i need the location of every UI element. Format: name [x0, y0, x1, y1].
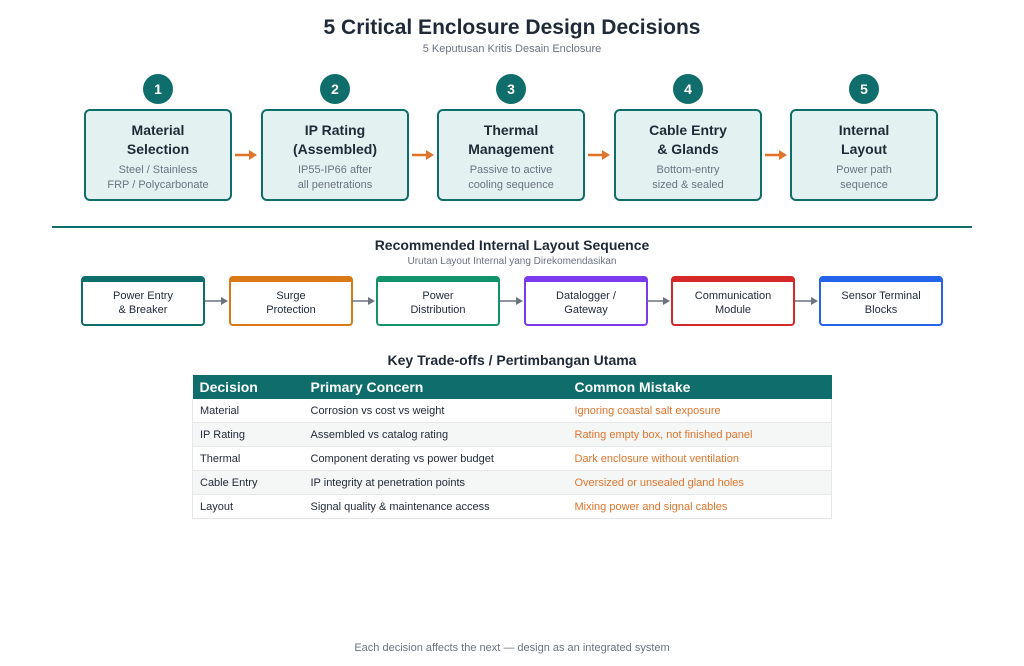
- decision-title: Material Selection: [126, 122, 190, 157]
- layout-step-power-entry: Power Entry & Breaker: [81, 276, 205, 326]
- layout-step-label: Datalogger / Gateway: [556, 290, 616, 316]
- cell-decision: Material: [192, 399, 304, 423]
- decision-card-layout: Internal Layout Power path sequence: [790, 109, 938, 201]
- page-title: 5 Critical Enclosure Design Decisions: [323, 16, 701, 39]
- tradeoffs-title: Key Trade-offs / Pertimbangan Utama: [387, 352, 637, 368]
- layout-section-subtitle: Urutan Layout Internal yang Direkomendas…: [407, 256, 617, 267]
- decision-card-cable-entry: Cable Entry & Glands Bottom-entry sized …: [614, 109, 762, 201]
- arrow-right-icon: [205, 297, 228, 305]
- arrow-right-icon: [412, 150, 434, 160]
- decision-title: Thermal Management: [468, 122, 554, 157]
- column-header-common-mistake: Common Mistake: [567, 375, 832, 399]
- decision-desc: Passive to active cooling sequence: [468, 164, 554, 191]
- decision-title: IP Rating (Assembled): [292, 122, 378, 157]
- layout-section-title: Recommended Internal Layout Sequence: [374, 237, 650, 253]
- decision-title: Internal Layout: [838, 122, 890, 157]
- cell-mistake: Ignoring coastal salt exposure: [567, 399, 832, 423]
- page-subtitle: 5 Keputusan Kritis Desain Enclosure: [422, 43, 602, 55]
- layout-step-sensor-terminal: Sensor Terminal Blocks: [819, 276, 943, 326]
- arrow-right-icon: [500, 297, 523, 305]
- cell-mistake: Oversized or unsealed gland holes: [567, 470, 832, 495]
- cell-mistake: Dark enclosure without ventilation: [567, 446, 832, 471]
- decision-card-ip-rating: IP Rating (Assembled) IP55-IP66 after al…: [261, 109, 409, 201]
- layout-step-power-distribution: Power Distribution: [376, 276, 500, 326]
- cell-concern: IP integrity at penetration points: [303, 470, 568, 495]
- decision-desc: Power path sequence: [836, 164, 892, 191]
- column-header-decision: Decision: [192, 375, 304, 399]
- cell-mistake: Mixing power and signal cables: [567, 494, 832, 519]
- decision-desc: Steel / Stainless FRP / Polycarbonate: [107, 164, 209, 191]
- cell-mistake: Rating empty box, not finished panel: [567, 422, 832, 447]
- layout-step-communication: Communication Module: [671, 276, 795, 326]
- decision-badge-4: 4: [673, 74, 703, 104]
- cell-concern: Component derating vs power budget: [303, 446, 568, 471]
- table-row: IP Rating Assembled vs catalog rating Ra…: [192, 422, 832, 447]
- tradeoffs-table: Decision Primary Concern Common Mistake …: [192, 375, 832, 519]
- layout-step-label: Power Entry & Breaker: [113, 290, 173, 316]
- arrow-right-icon: [765, 150, 787, 160]
- decision-title: Cable Entry & Glands: [649, 122, 727, 157]
- decision-badge-2: 2: [320, 74, 350, 104]
- cell-decision: IP Rating: [192, 422, 304, 447]
- layout-step-label: Surge Protection: [266, 290, 316, 316]
- cell-concern: Assembled vs catalog rating: [303, 422, 568, 447]
- decision-desc: Bottom-entry sized & sealed: [652, 164, 724, 191]
- cell-decision: Thermal: [192, 446, 304, 471]
- cell-concern: Corrosion vs cost vs weight: [303, 399, 568, 423]
- arrow-right-icon: [588, 150, 610, 160]
- layout-step-label: Power Distribution: [410, 290, 466, 316]
- decision-badge-3: 3: [496, 74, 526, 104]
- section-divider: [52, 226, 972, 228]
- decision-card-thermal: Thermal Management Passive to active coo…: [437, 109, 585, 201]
- cell-decision: Cable Entry: [192, 470, 304, 495]
- table-row: Material Corrosion vs cost vs weight Ign…: [192, 399, 832, 423]
- arrow-right-icon: [235, 150, 257, 160]
- decision-desc: IP55-IP66 after all penetrations: [297, 164, 373, 191]
- arrow-right-icon: [647, 297, 670, 305]
- decision-card-material: Material Selection Steel / Stainless FRP…: [84, 109, 232, 201]
- arrow-right-icon: [352, 297, 375, 305]
- table-row: Thermal Component derating vs power budg…: [192, 446, 832, 471]
- table-row: Cable Entry IP integrity at penetration …: [192, 470, 832, 495]
- footer-note: Each decision affects the next — design …: [354, 642, 670, 654]
- decision-badge-1: 1: [143, 74, 173, 104]
- layout-step-datalogger: Datalogger / Gateway: [524, 276, 648, 326]
- layout-step-label: Communication Module: [694, 290, 772, 316]
- layout-step-label: Sensor Terminal Blocks: [841, 290, 921, 316]
- decision-badge-5: 5: [849, 74, 879, 104]
- arrow-right-icon: [795, 297, 818, 305]
- column-header-primary-concern: Primary Concern: [303, 375, 568, 399]
- table-row: Layout Signal quality & maintenance acce…: [192, 494, 832, 519]
- layout-step-surge-protection: Surge Protection: [229, 276, 353, 326]
- cell-decision: Layout: [192, 494, 304, 519]
- table-header-row: Decision Primary Concern Common Mistake: [192, 375, 832, 399]
- cell-concern: Signal quality & maintenance access: [303, 494, 568, 519]
